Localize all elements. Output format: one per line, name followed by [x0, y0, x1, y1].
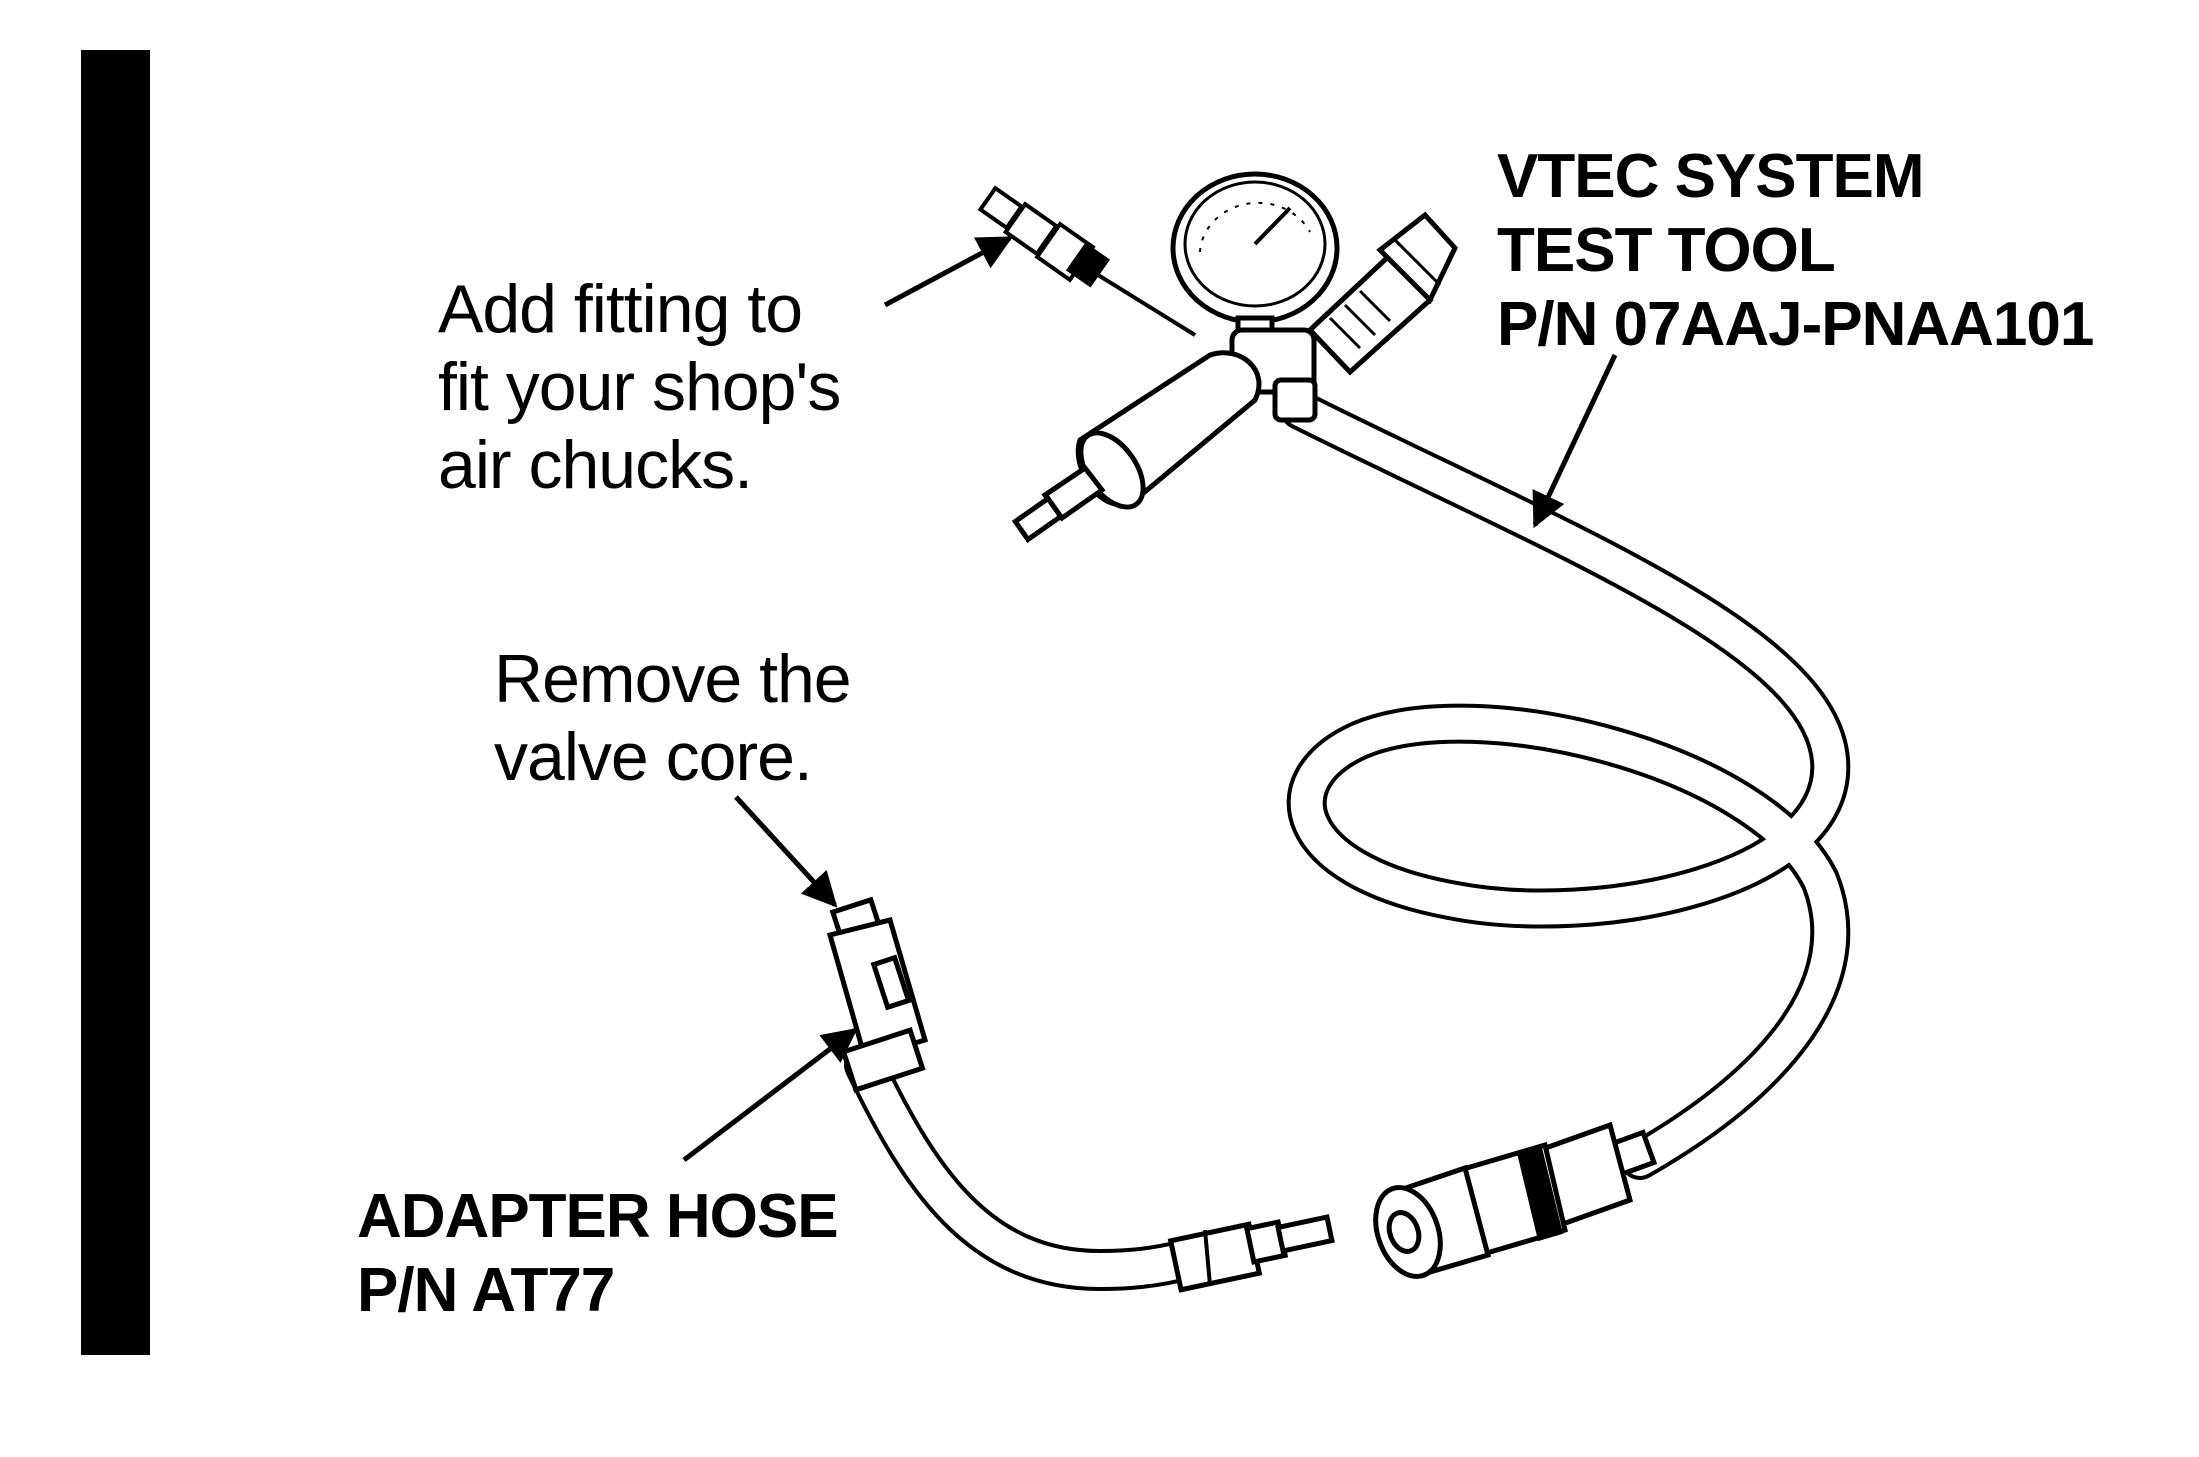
test-tool-label: VTEC SYSTEM TEST TOOL P/N 07AAJ-PNAA101 — [1497, 140, 2094, 362]
test-tool-label-line3: P/N 07AAJ-PNAA101 — [1497, 290, 2094, 359]
adapter-hose-label-line1: ADAPTER HOSE — [357, 1182, 839, 1251]
hose-icon — [1280, 390, 1851, 1180]
quick-coupler-icon — [1373, 1121, 1658, 1279]
adapter-hose-label-line2: P/N AT77 — [357, 1256, 615, 1325]
fitting-note-line1: Add fitting to — [438, 271, 803, 347]
valve-note-line2: valve core. — [494, 719, 813, 795]
margin-bar — [81, 50, 150, 1355]
test-tool-label-line1: VTEC SYSTEM — [1497, 142, 1925, 211]
pressure-gauge-icon — [1011, 171, 1458, 543]
air-fitting-icon — [977, 185, 1111, 288]
valve-note-line1: Remove the — [494, 641, 852, 717]
adapter-hose-label: ADAPTER HOSE P/N AT77 — [357, 1180, 839, 1328]
fitting-note: Add fitting to fit your shop's air chuck… — [438, 270, 841, 504]
fitting-note-line2: fit your shop's — [438, 349, 841, 425]
adapter-fittings — [826, 896, 1335, 1293]
fitting-note-line3: air chucks. — [438, 427, 753, 503]
test-tool-label-line2: TEST TOOL — [1497, 216, 1836, 285]
valve-note: Remove the valve core. — [494, 640, 852, 796]
adapter-hose-icon — [844, 1044, 1221, 1292]
callout-arrows — [682, 235, 1618, 1162]
